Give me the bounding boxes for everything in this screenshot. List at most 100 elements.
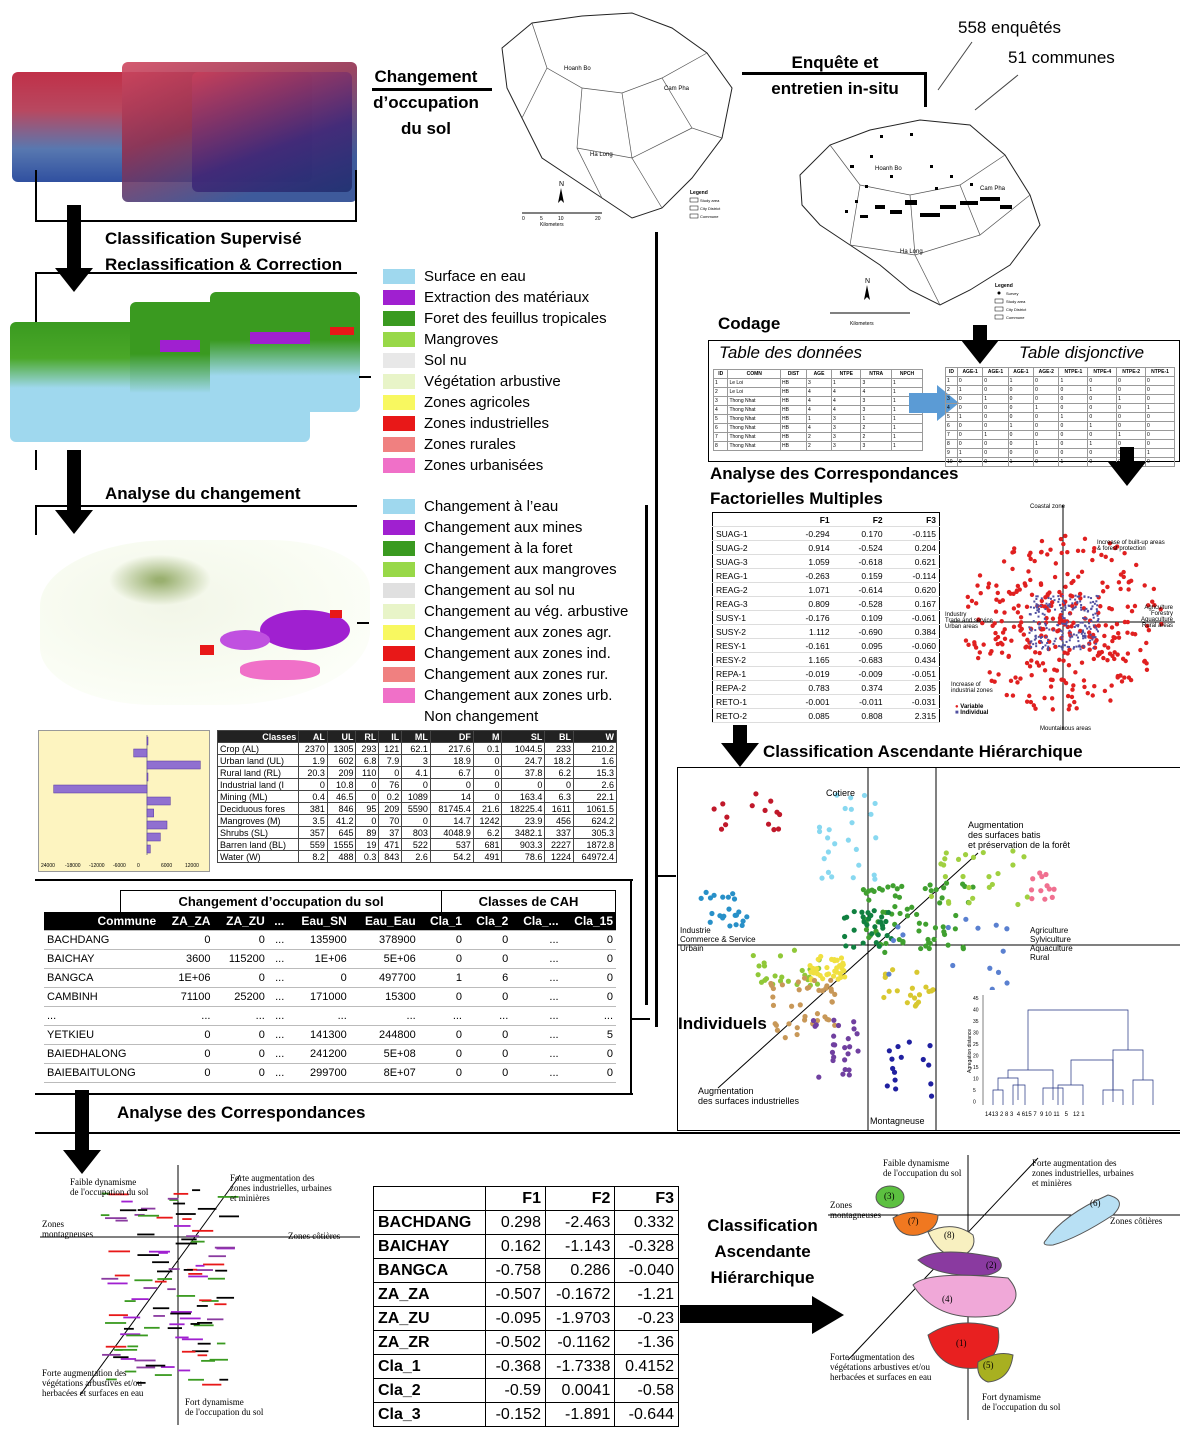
afcm-individual-point bbox=[1042, 646, 1045, 649]
afcm-variable-point bbox=[1069, 694, 1075, 700]
afcm-individual-point bbox=[1043, 617, 1046, 620]
afcm-individual-point bbox=[1063, 617, 1066, 620]
ac-point-label bbox=[175, 1242, 198, 1245]
cah-point bbox=[894, 988, 900, 994]
ac-point-label bbox=[188, 1378, 204, 1381]
cah-point bbox=[797, 1002, 803, 1008]
arrow-right-icon bbox=[680, 1305, 815, 1323]
afcm-individual-point bbox=[1086, 627, 1089, 630]
f-table-cell: -0.095 bbox=[485, 1306, 546, 1331]
cah-point bbox=[923, 984, 929, 990]
cl-zones-mont-1: Zones bbox=[830, 1200, 852, 1210]
commune-table-cell: 0 bbox=[159, 1044, 214, 1064]
cah-point bbox=[768, 798, 774, 804]
afcm-table-cell: -0.690 bbox=[832, 624, 886, 639]
cah-point bbox=[871, 908, 877, 914]
cah-point bbox=[831, 1033, 837, 1039]
dendro-ytick: 20 bbox=[973, 1054, 979, 1060]
afcm-individual-point bbox=[1047, 648, 1050, 651]
class-table-cell: 24.7 bbox=[501, 754, 546, 767]
ac-point-label bbox=[154, 1280, 167, 1283]
ac-point-label bbox=[143, 1287, 158, 1289]
afcm-variable-point bbox=[1065, 550, 1070, 555]
cah-cotiere: Cotiere bbox=[826, 788, 856, 798]
afcm-table-cell: 0.085 bbox=[779, 708, 833, 723]
afcm-individual-point bbox=[1069, 636, 1072, 639]
data-table-cell: HB bbox=[780, 423, 807, 433]
ac-point-label bbox=[105, 1345, 127, 1348]
afcm-variable-point bbox=[1110, 653, 1115, 659]
cah-point bbox=[927, 940, 933, 946]
class-table-header: ML bbox=[401, 730, 431, 743]
cah-point bbox=[824, 964, 830, 971]
commune-table-cell: 0 bbox=[213, 1044, 268, 1064]
ac-zones-cot: Zones côtières bbox=[288, 1231, 341, 1241]
legend2-label: Changement aux mangroves bbox=[424, 561, 617, 578]
legend1-label: Mangroves bbox=[424, 331, 499, 348]
afcm-individual-point bbox=[1068, 629, 1071, 632]
data-table-cell: 4 bbox=[806, 405, 832, 415]
class-table-cell: 0.4 bbox=[298, 790, 328, 803]
cluster-7: (7) bbox=[908, 1216, 919, 1226]
cah-point bbox=[845, 837, 851, 843]
commune-table-cell: 0 bbox=[418, 930, 465, 950]
commune-table-header: Cla_1 bbox=[418, 912, 465, 931]
afcm-variable-point bbox=[996, 672, 1001, 677]
cah-point bbox=[707, 919, 713, 925]
cah-point bbox=[927, 882, 933, 888]
afcm-variable-point bbox=[1077, 591, 1083, 597]
afcm-table-row: REPA-1-0.019-0.009-0.051 bbox=[712, 666, 940, 681]
afcm-variable-point bbox=[1002, 610, 1007, 615]
table-disjonctive-title: Table disjonctive bbox=[1019, 343, 1145, 362]
ac-point-label bbox=[160, 1366, 175, 1368]
afcm-individual-point bbox=[1047, 645, 1050, 648]
class-table-cell: 5590 bbox=[401, 802, 431, 815]
class-table-cell: 0 bbox=[378, 766, 403, 779]
cah-point bbox=[889, 1056, 895, 1062]
ac-point-label bbox=[156, 1216, 173, 1219]
legend1-label: Végétation arbustive bbox=[424, 373, 561, 390]
afcm-variable-point bbox=[1119, 679, 1125, 684]
cah-point bbox=[726, 906, 732, 912]
afcm-individual-point bbox=[1047, 604, 1050, 607]
afcm-individual-point bbox=[1033, 638, 1036, 641]
afcm-variable-point bbox=[994, 597, 999, 602]
class-table-cell: 0.3 bbox=[355, 850, 380, 863]
cah-point bbox=[995, 969, 1002, 975]
data-table-cell: 6 bbox=[712, 423, 729, 433]
disj-table-cell: 1 bbox=[1058, 457, 1089, 467]
commune-table-cell: 135900 bbox=[287, 930, 350, 950]
commune-table-header: ... bbox=[267, 912, 288, 931]
afcm-variable-point bbox=[1152, 603, 1157, 608]
f-table-cell: -1.143 bbox=[544, 1234, 616, 1259]
cah-point bbox=[932, 925, 939, 931]
class-table-cell: 6.2 bbox=[544, 766, 575, 779]
class-table-cell: 843 bbox=[378, 850, 403, 863]
class-table-cell: 4.1 bbox=[401, 766, 431, 779]
f-table-header bbox=[372, 1186, 487, 1211]
cah-point bbox=[970, 884, 976, 890]
afcm-variable-point bbox=[1109, 557, 1114, 563]
cah-point bbox=[762, 977, 768, 983]
afcm-individual-point bbox=[1052, 595, 1055, 598]
commune-table-cell: BACHDANG bbox=[44, 930, 160, 950]
cah-point bbox=[906, 1039, 912, 1045]
afcm-individual-point bbox=[1083, 595, 1086, 598]
disj-table-cell: 0 bbox=[1145, 376, 1175, 386]
legend1-label: Extraction des matériaux bbox=[424, 289, 590, 306]
afcm-variable-point bbox=[1085, 690, 1090, 696]
commune-table-cell: 0 bbox=[213, 930, 268, 950]
disj-table-cell: 0 bbox=[1058, 394, 1089, 404]
cluster-plot: (3) (7) (8) (2) (4) (1) (5) (6) Faible d… bbox=[828, 1150, 1180, 1425]
ac-point-label bbox=[179, 1317, 201, 1320]
cah-point bbox=[739, 922, 745, 929]
cah-point bbox=[952, 926, 958, 932]
afcm-individual-point bbox=[1088, 625, 1091, 628]
commune-table-cell: ... bbox=[511, 1025, 562, 1045]
afcm-individual-point bbox=[1045, 635, 1048, 638]
afcm-variable-point bbox=[1000, 642, 1005, 647]
cah-point bbox=[953, 912, 959, 919]
afcm-individual-point bbox=[1080, 603, 1083, 606]
